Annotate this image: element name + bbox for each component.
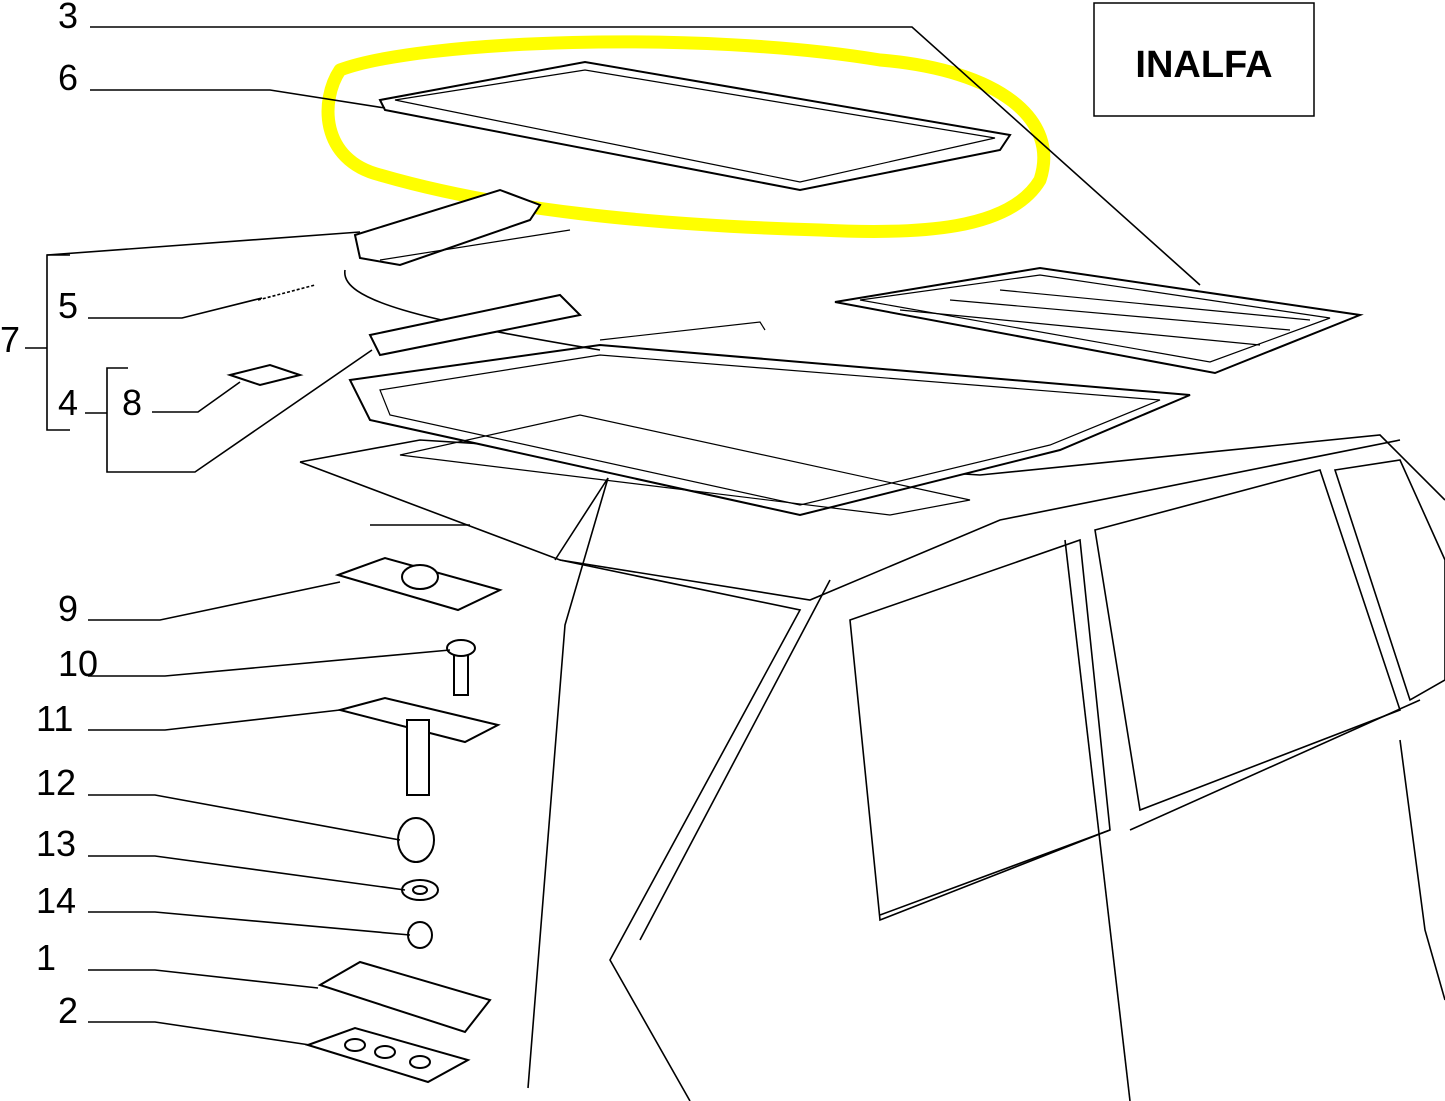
sunroof-panel xyxy=(834,266,1364,375)
callout-7: 4 xyxy=(58,382,78,423)
callout-6: 5 xyxy=(58,285,78,326)
sunroof-frame xyxy=(348,321,1191,517)
callout-8: 9 xyxy=(58,588,78,629)
callout-10: 11 xyxy=(36,698,73,739)
callout-9: 10 xyxy=(58,643,98,684)
car-body xyxy=(299,434,1445,1101)
brand-label: INALFA xyxy=(1135,44,1272,86)
callout-3: 6 xyxy=(58,57,78,98)
mechanism-assembly xyxy=(257,188,601,357)
callout-labels: 3 6 5 7 4 8 9 10 11 12 13 14 1 2 xyxy=(0,0,142,1031)
callout-11: 12 xyxy=(36,762,76,803)
callout-5: 7 xyxy=(0,319,20,360)
callout-14: 1 xyxy=(36,937,56,978)
highlight-outline xyxy=(321,35,1051,239)
callout-13: 14 xyxy=(36,880,76,921)
small-parts xyxy=(226,363,503,1084)
brand-box: INALFA xyxy=(1093,2,1315,117)
callout-4: 8 xyxy=(122,382,142,423)
callout-1: 2 xyxy=(58,990,78,1031)
leader-lines xyxy=(25,26,1201,1089)
callout-2: 3 xyxy=(58,0,78,36)
glass-seal xyxy=(378,60,1012,192)
callout-12: 13 xyxy=(36,823,76,864)
